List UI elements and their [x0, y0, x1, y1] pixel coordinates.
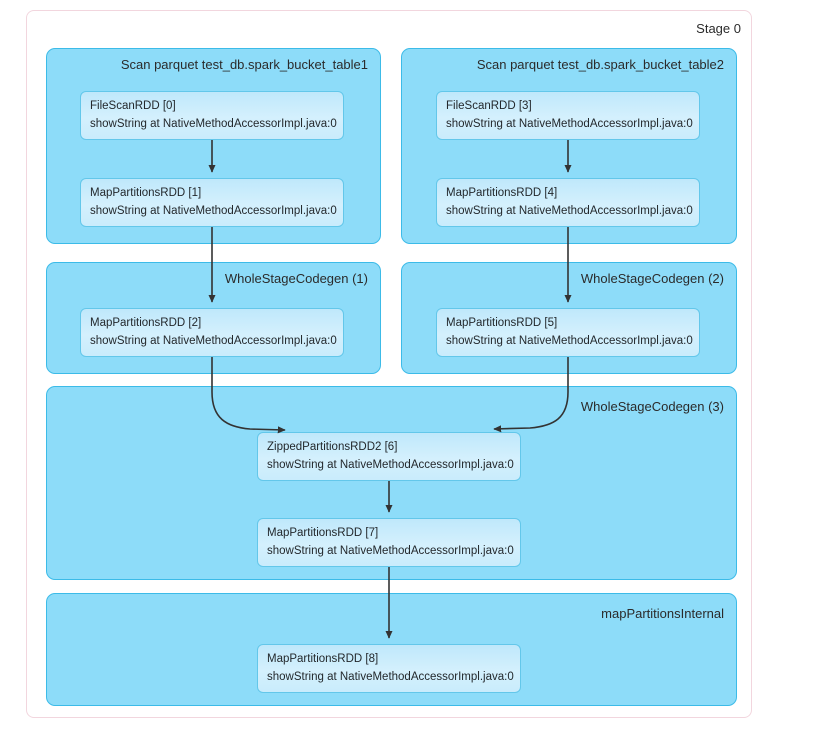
- rdd-node-title: FileScanRDD [3]: [446, 100, 532, 112]
- rdd-node-callsite: showString at NativeMethodAccessorImpl.j…: [267, 671, 514, 683]
- rdd-node-mappartitionsrdd-4[interactable]: MapPartitionsRDD [4] showString at Nativ…: [436, 178, 700, 227]
- rdd-node-title: FileScanRDD [0]: [90, 100, 176, 112]
- rdd-node-callsite: showString at NativeMethodAccessorImpl.j…: [267, 545, 514, 557]
- rdd-node-filescanrdd-0[interactable]: FileScanRDD [0] showString at NativeMeth…: [80, 91, 344, 140]
- rdd-node-title: MapPartitionsRDD [4]: [446, 187, 558, 199]
- rdd-node-callsite: showString at NativeMethodAccessorImpl.j…: [90, 335, 337, 347]
- rdd-node-zippedpartitionsrdd2-6[interactable]: ZippedPartitionsRDD2 [6] showString at N…: [257, 432, 521, 481]
- cluster-label-wsc3: WholeStageCodegen (3): [580, 399, 724, 414]
- stage-label: Stage 0: [696, 21, 741, 36]
- cluster-label-scan2: Scan parquet test_db.spark_bucket_table2: [476, 57, 724, 72]
- cluster-label-wsc1: WholeStageCodegen (1): [224, 271, 368, 286]
- rdd-node-title: MapPartitionsRDD [5]: [446, 317, 558, 329]
- rdd-node-callsite: showString at NativeMethodAccessorImpl.j…: [446, 335, 693, 347]
- rdd-node-mappartitionsrdd-8[interactable]: MapPartitionsRDD [8] showString at Nativ…: [257, 644, 521, 693]
- rdd-node-filescanrdd-3[interactable]: FileScanRDD [3] showString at NativeMeth…: [436, 91, 700, 140]
- rdd-node-callsite: showString at NativeMethodAccessorImpl.j…: [446, 205, 693, 217]
- rdd-node-callsite: showString at NativeMethodAccessorImpl.j…: [90, 205, 337, 217]
- cluster-label-scan1: Scan parquet test_db.spark_bucket_table1: [120, 57, 368, 72]
- rdd-node-mappartitionsrdd-2[interactable]: MapPartitionsRDD [2] showString at Nativ…: [80, 308, 344, 357]
- cluster-label-wsc2: WholeStageCodegen (2): [580, 271, 724, 286]
- cluster-label-mapint: mapPartitionsInternal: [601, 606, 724, 621]
- rdd-node-title: MapPartitionsRDD [1]: [90, 187, 202, 199]
- rdd-node-mappartitionsrdd-1[interactable]: MapPartitionsRDD [1] showString at Nativ…: [80, 178, 344, 227]
- rdd-node-title: MapPartitionsRDD [8]: [267, 653, 379, 665]
- rdd-node-mappartitionsrdd-7[interactable]: MapPartitionsRDD [7] showString at Nativ…: [257, 518, 521, 567]
- rdd-node-title: MapPartitionsRDD [2]: [90, 317, 202, 329]
- rdd-node-mappartitionsrdd-5[interactable]: MapPartitionsRDD [5] showString at Nativ…: [436, 308, 700, 357]
- rdd-node-callsite: showString at NativeMethodAccessorImpl.j…: [90, 118, 337, 130]
- rdd-node-title: ZippedPartitionsRDD2 [6]: [267, 441, 398, 453]
- rdd-node-callsite: showString at NativeMethodAccessorImpl.j…: [446, 118, 693, 130]
- rdd-node-callsite: showString at NativeMethodAccessorImpl.j…: [267, 459, 514, 471]
- rdd-node-title: MapPartitionsRDD [7]: [267, 527, 379, 539]
